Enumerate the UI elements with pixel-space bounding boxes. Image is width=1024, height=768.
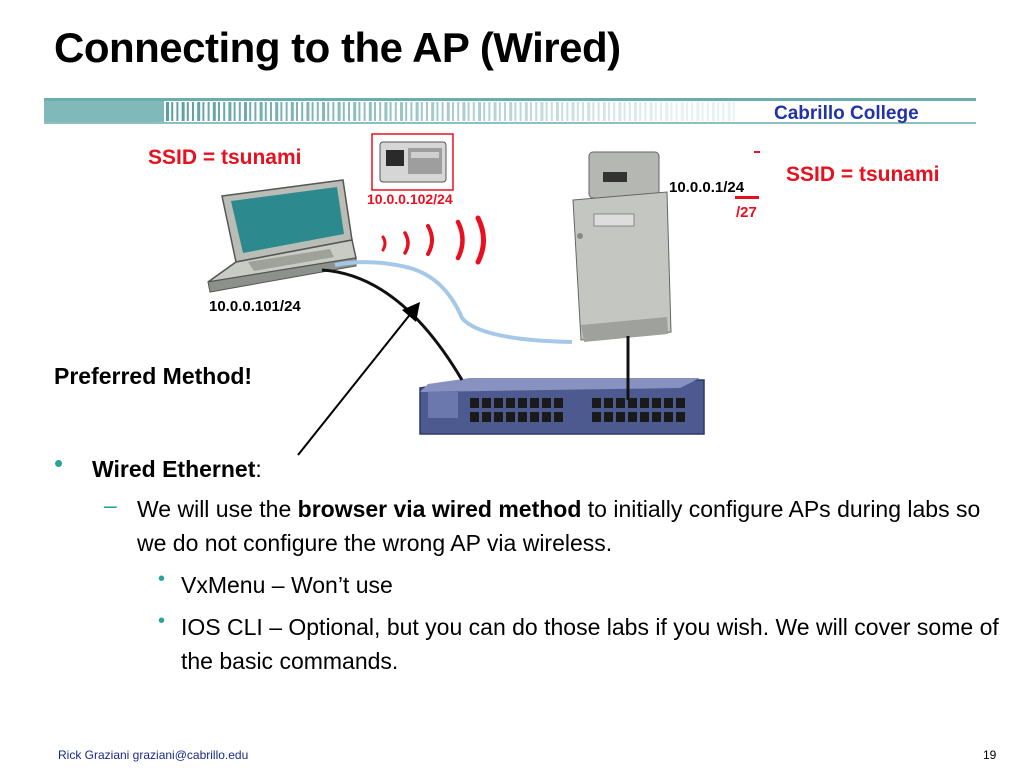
sub-sub-bullet-dot: •: [158, 610, 166, 632]
access-point-icon: [572, 151, 672, 342]
sub-sub-bullet-vxmenu: VxMenu – Won’t use: [181, 572, 393, 598]
footer-author: Rick Graziani graziani@cabrillo.edu: [58, 748, 249, 762]
ip-label-laptop: 10.0.0.101/24: [209, 298, 301, 315]
sub-sub-bullet-ios-cli: IOS CLI – Optional, but you can do those…: [181, 614, 999, 674]
mask-label-27: /27: [736, 204, 757, 221]
wired-cable: [321, 268, 464, 381]
wireless-signal-icon: [381, 215, 486, 265]
pointer-arrow: [297, 302, 420, 456]
sub-bullet-pre: We will use the: [137, 496, 298, 522]
laptop-icon: [207, 179, 357, 293]
college-name: Cabrillo College: [774, 103, 919, 124]
ssid-label-ap: SSID = tsunami: [786, 163, 940, 186]
wireless-cable-light: [334, 260, 573, 344]
ip-label-card: 10.0.0.102/24: [367, 191, 453, 207]
switch-icon: [419, 378, 705, 435]
bullet-bold: Wired Ethernet: [92, 456, 256, 482]
bullet-dot: •: [54, 448, 64, 478]
sub-bullet-post: to initially configure APs during labs s…: [137, 496, 981, 556]
sub-bullet-browser: We will use the browser via wired method…: [137, 492, 997, 560]
sub-sub-bullet-dot: •: [158, 568, 166, 590]
slide-title: Connecting to the AP (Wired): [54, 24, 621, 71]
header-banner: [44, 98, 976, 124]
sub-bullet-bold: browser via wired method: [297, 496, 582, 522]
red-strike-line: [735, 196, 759, 199]
ip-label-ap: 10.0.0.1/24: [669, 179, 745, 196]
preferred-method-label: Preferred Method!: [54, 363, 253, 389]
bullet-wired-ethernet: Wired Ethernet:: [92, 452, 262, 486]
ssid-label-laptop: SSID = tsunami: [148, 146, 302, 169]
page-number: 19: [983, 748, 997, 762]
red-tick-mark: [754, 151, 760, 153]
sub-bullet-dash: –: [104, 492, 117, 518]
bullet-colon: :: [255, 456, 262, 482]
pc-card-icon: [371, 133, 454, 191]
